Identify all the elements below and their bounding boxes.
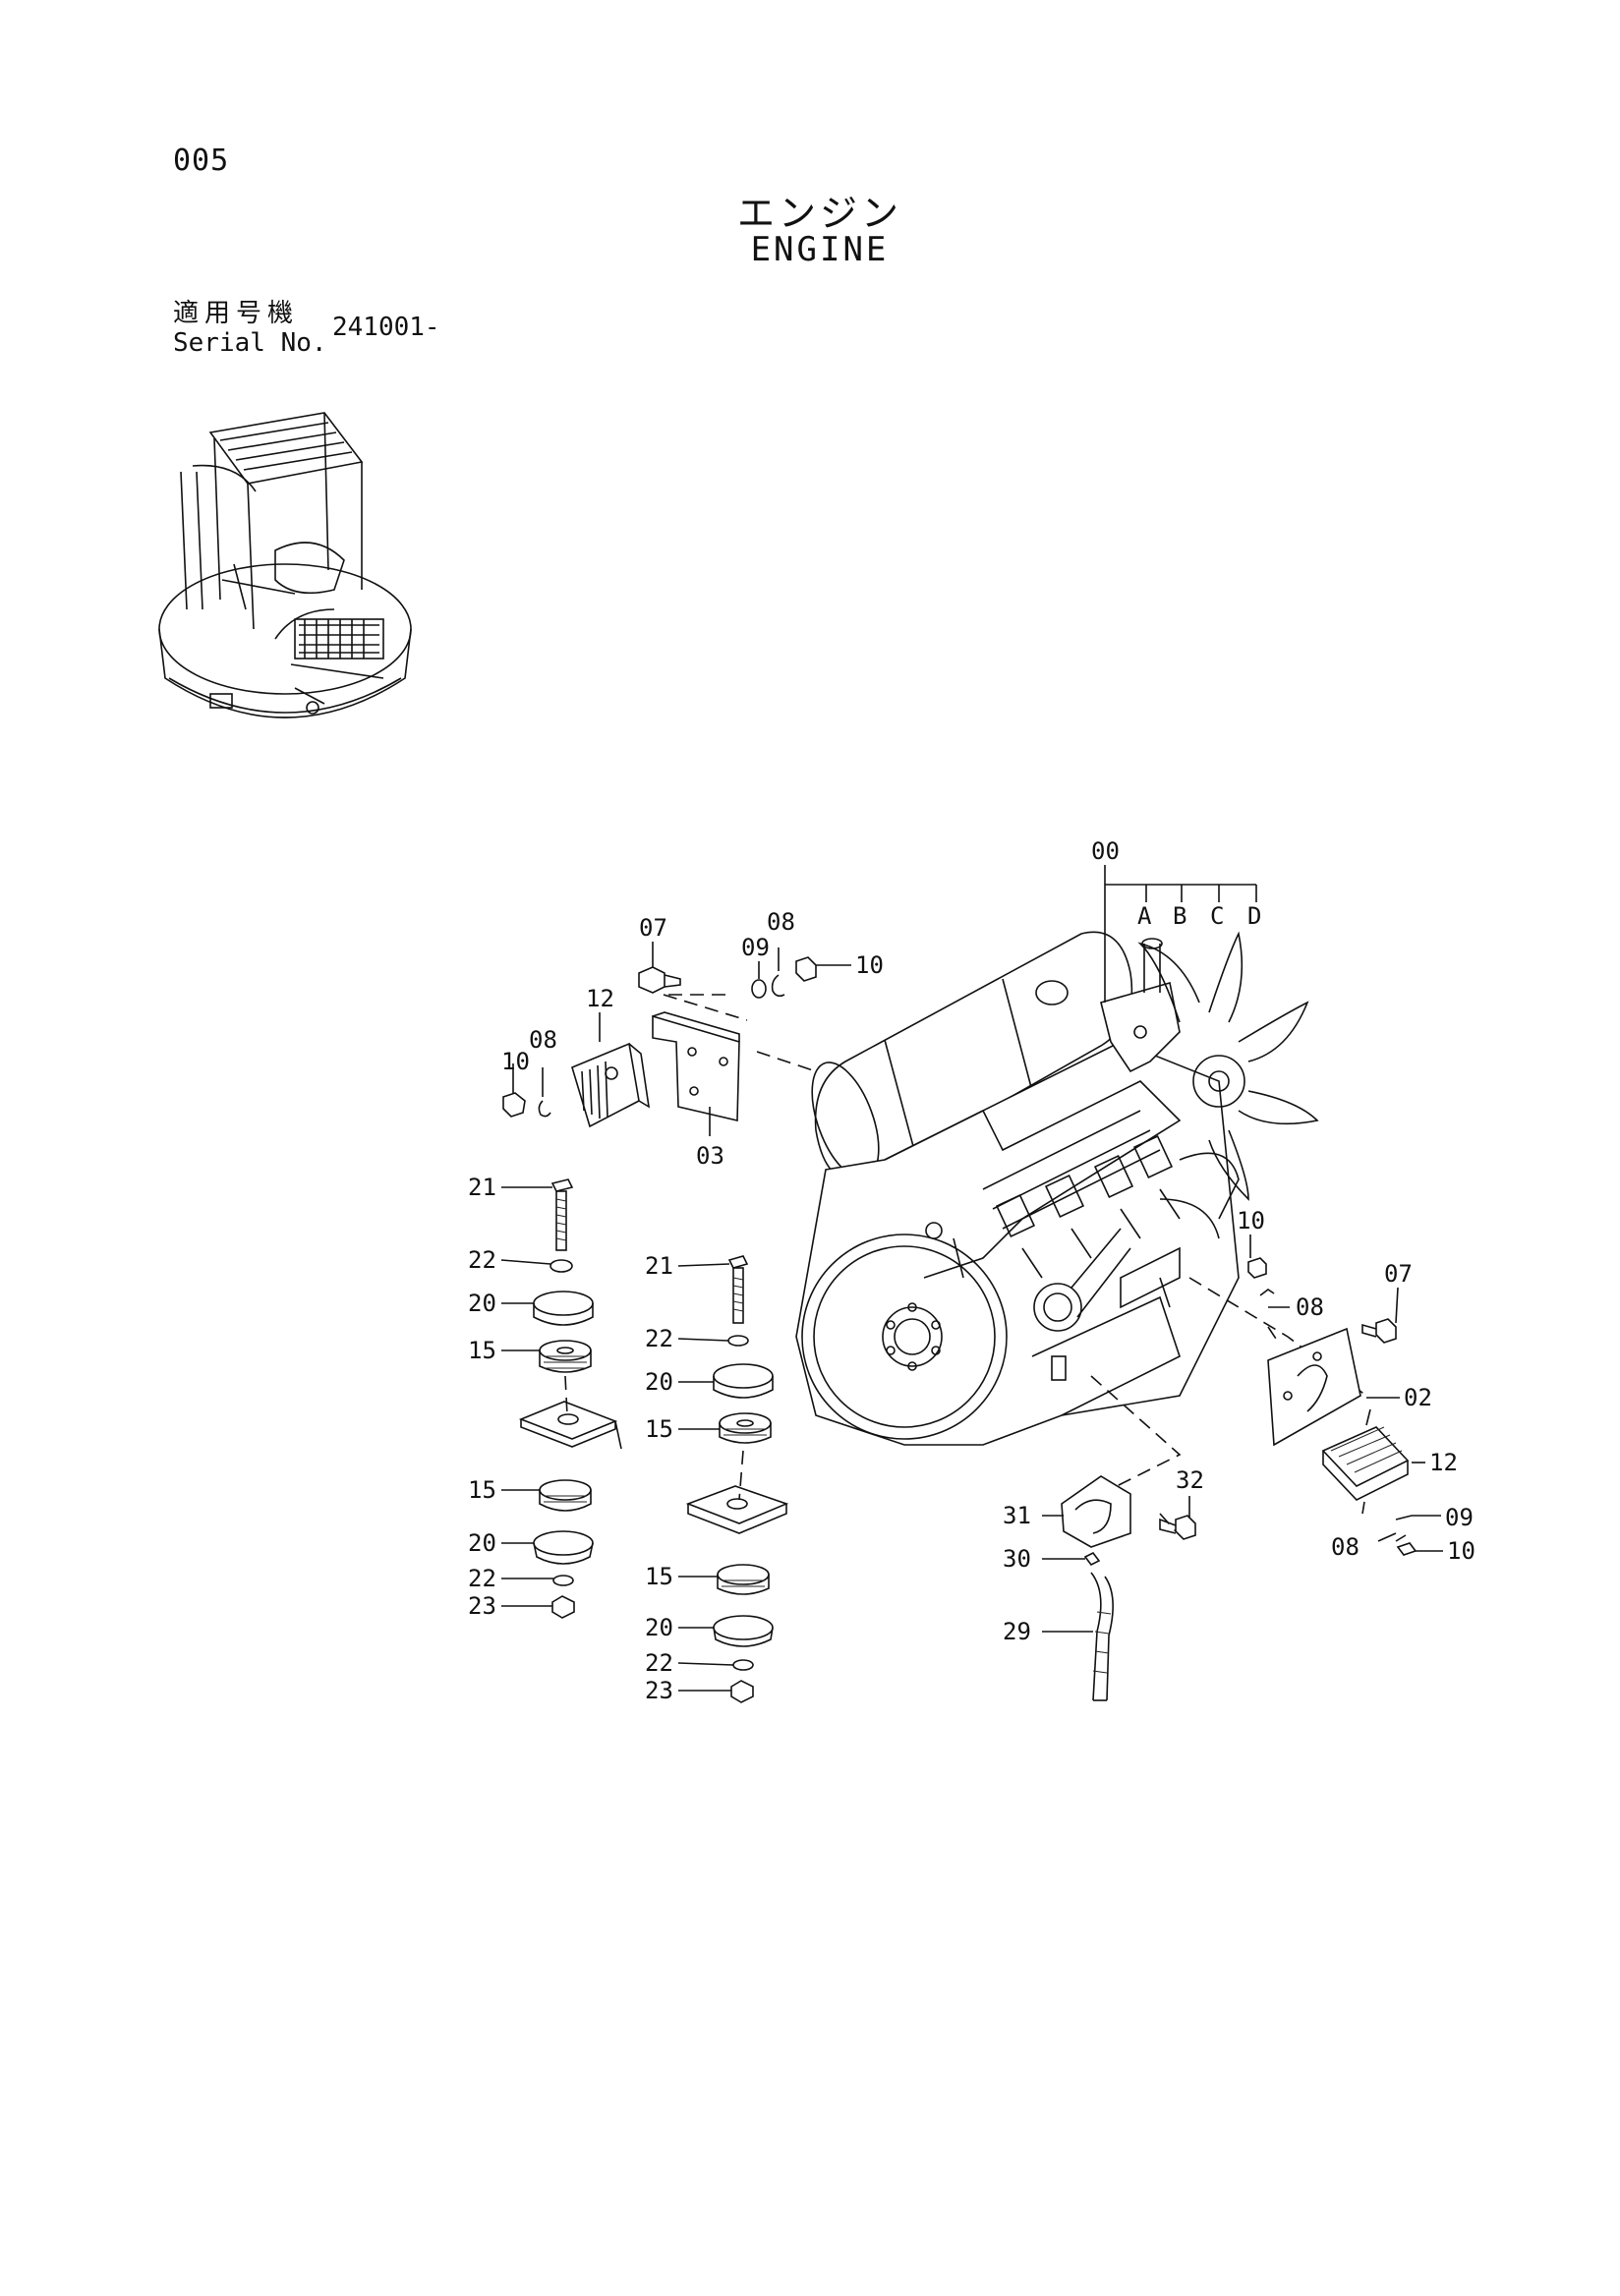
page-number: 005 xyxy=(173,144,230,178)
callout-15-rubber-right: 15 xyxy=(645,1415,673,1443)
callout-09-washer-right: 09 xyxy=(1445,1504,1474,1531)
callout-10-nut: 10 xyxy=(855,951,884,979)
callout-08-lockwasher-bottom: 08 xyxy=(1331,1533,1360,1561)
callout-D: D xyxy=(1247,902,1261,930)
callout-03-bracket: 03 xyxy=(696,1142,724,1170)
callout-29-hose: 29 xyxy=(1003,1618,1031,1645)
callout-08-lockwasher: 08 xyxy=(767,908,795,936)
callout-10-nut-right: 10 xyxy=(1237,1207,1265,1234)
callout-21-bolt-left: 21 xyxy=(468,1174,496,1201)
callout-20-plate-right-lower: 20 xyxy=(645,1614,673,1641)
machine-location-thumbnail xyxy=(158,412,412,718)
callout-A: A xyxy=(1137,902,1152,930)
callout-15-rubber-left: 15 xyxy=(468,1337,496,1364)
callout-12-mount: 12 xyxy=(586,985,614,1012)
callout-08-lockwasher-left: 08 xyxy=(529,1026,557,1054)
callout-22-washer-left: 22 xyxy=(468,1246,496,1274)
callout-09-washer: 09 xyxy=(741,934,770,961)
callout-07-bolt: 07 xyxy=(639,914,667,942)
callout-32-bolt: 32 xyxy=(1176,1466,1204,1494)
callout-20-plate-right: 20 xyxy=(645,1368,673,1396)
callout-12-mount-right: 12 xyxy=(1429,1449,1458,1476)
page-title: ENGINE xyxy=(750,230,890,269)
page-title-japanese: エンジン xyxy=(736,192,902,235)
left-bracket-parts xyxy=(502,956,817,1128)
callout-22-washer-right-lower: 22 xyxy=(645,1649,673,1677)
serial-number-range: 241001- xyxy=(332,313,440,342)
callout-B: B xyxy=(1173,902,1186,930)
callout-22-washer-left-lower: 22 xyxy=(468,1565,496,1592)
callout-23-nut-right: 23 xyxy=(645,1677,673,1704)
bottom-bracket-parts xyxy=(1061,1475,1196,1701)
right-bracket-parts xyxy=(1247,1257,1418,1556)
callout-31-bracket: 31 xyxy=(1003,1502,1031,1529)
callout-10-nut-bottom: 10 xyxy=(1447,1537,1475,1565)
callout-20-plate-left: 20 xyxy=(468,1290,496,1317)
callout-30-clamp: 30 xyxy=(1003,1545,1031,1573)
callout-15-rubber-right-lower: 15 xyxy=(645,1563,673,1590)
callout-labels: 00 A B C D 07 08 09 10 12 10 08 03 21 22… xyxy=(468,837,1475,1704)
callout-C: C xyxy=(1210,902,1224,930)
callout-23-nut-left: 23 xyxy=(468,1592,496,1620)
callout-02-bracket: 02 xyxy=(1404,1384,1432,1411)
callout-15-rubber-left-lower: 15 xyxy=(468,1476,496,1504)
serial-label: Serial No. xyxy=(173,328,327,358)
mount-stack-left xyxy=(518,1178,622,1619)
callout-08-lockwasher-right: 08 xyxy=(1296,1293,1324,1321)
callout-07-bolt-right: 07 xyxy=(1384,1260,1413,1288)
callout-22-washer-right: 22 xyxy=(645,1325,673,1352)
leader-lines xyxy=(500,865,1443,1692)
mount-stack-right xyxy=(685,1255,789,1703)
callout-10-nut-left: 10 xyxy=(501,1048,530,1075)
callout-21-bolt-right: 21 xyxy=(645,1252,673,1280)
engine-assembly-drawing xyxy=(795,931,1319,1446)
serial-label-japanese: 適用号機 xyxy=(173,299,300,328)
callout-00: 00 xyxy=(1091,837,1120,865)
callout-20-plate-left-lower: 20 xyxy=(468,1529,496,1557)
